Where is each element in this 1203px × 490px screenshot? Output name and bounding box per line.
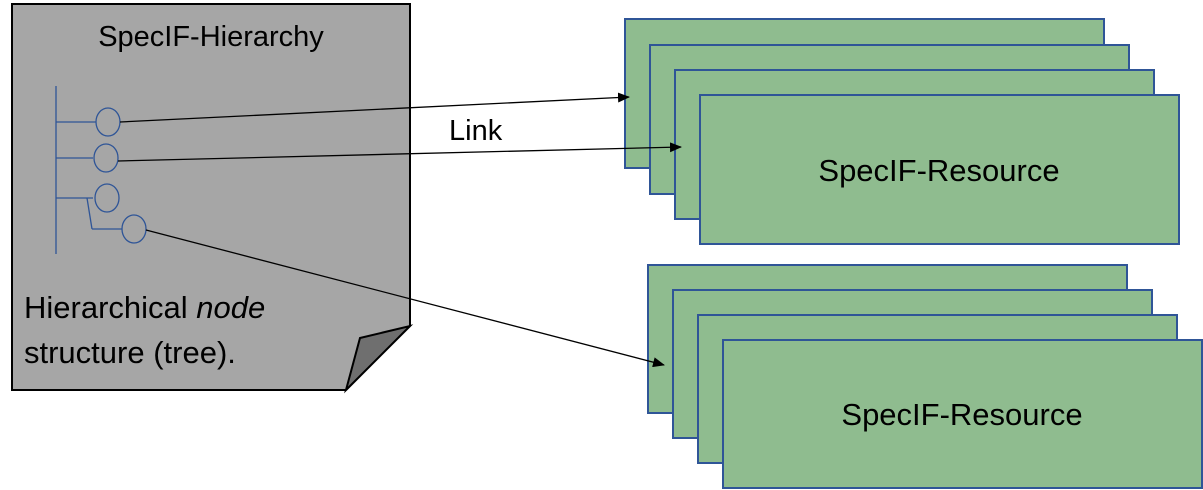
- link-arrow[interactable]: [119, 92, 630, 123]
- resource-stack-bottom: [647, 264, 1203, 489]
- hierarchy-document: SpecIF-Hierarchy Hierarchical node struc…: [11, 3, 414, 394]
- caption-line-1: Hierarchical node: [24, 290, 265, 325]
- resource-card[interactable]: [699, 94, 1180, 245]
- link-arrow[interactable]: [145, 229, 665, 368]
- link-label: Link: [449, 115, 503, 147]
- caption-line-2: structure (tree).: [24, 335, 236, 370]
- resource-stack-top: [624, 18, 1180, 245]
- caption-prefix: Hierarchical: [24, 290, 196, 325]
- hierarchy-title: SpecIF-Hierarchy: [98, 21, 324, 53]
- resource-label-bottom: SpecIF-Resource: [841, 397, 1082, 432]
- document-body: [11, 3, 411, 391]
- link-arrow[interactable]: [117, 142, 682, 162]
- tree-node[interactable]: [94, 183, 120, 213]
- node-tree: [55, 86, 147, 254]
- caption-italic: node: [196, 290, 265, 325]
- links: [117, 92, 682, 368]
- tree-node[interactable]: [93, 143, 119, 173]
- resource-card[interactable]: [722, 339, 1203, 489]
- tree-subtrunk: [86, 197, 93, 230]
- document-fold: [344, 324, 414, 394]
- tree-node[interactable]: [121, 214, 147, 244]
- resource-label-top: SpecIF-Resource: [818, 153, 1059, 188]
